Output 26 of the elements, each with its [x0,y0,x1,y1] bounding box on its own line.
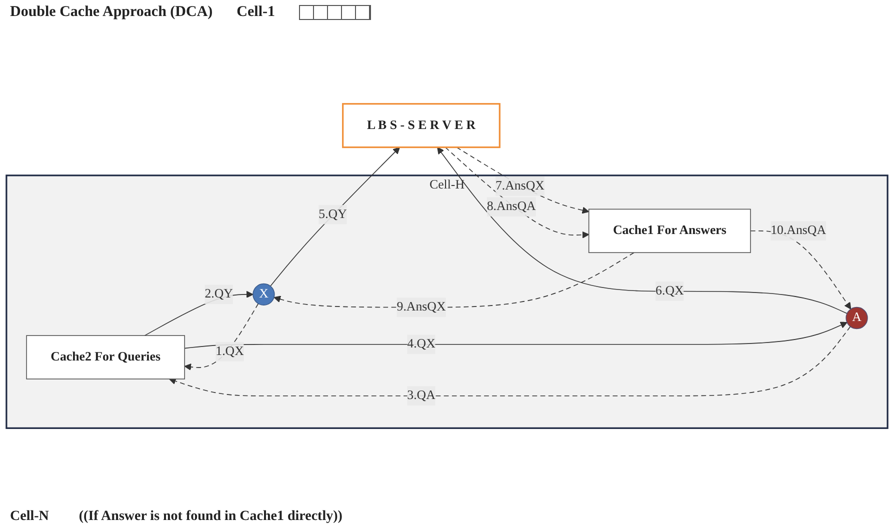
edge-label: 3.QA [407,388,436,402]
arrow [456,146,590,214]
arrow [444,146,590,238]
arrow [437,146,848,314]
diagram-title: Double Cache Approach (DCA) [10,4,213,21]
node-circle: X [252,283,275,306]
arrow [184,322,848,349]
node-box: L B S - S E R V E R [342,103,500,148]
node-box: Cache2 For Queries [26,335,185,380]
edge-label: 4.QX [407,337,436,351]
edge-label: 5.QY [318,207,347,222]
edge-label: 1.QX [216,344,244,358]
arrow [270,146,400,287]
arrow [168,326,851,396]
edge-label: 8.AnsQA [486,200,536,214]
edge-label: 10.AnsQA [770,224,826,238]
node-circle: A [846,306,868,330]
note-text: ((If Answer is not found in Cache1 directly)) [78,509,342,525]
edge-label: 9.AnsQX [396,300,446,314]
cell-label: Cell-1 [236,4,275,21]
edge-label: 2.QY [204,287,233,301]
node-box: Cache1 For Answers [588,208,751,254]
edge-label: 7.AnsQX [495,178,544,193]
cell-label: Cell-N [10,509,49,525]
arrow [184,303,259,370]
edge-label: 6.QX [656,284,684,298]
